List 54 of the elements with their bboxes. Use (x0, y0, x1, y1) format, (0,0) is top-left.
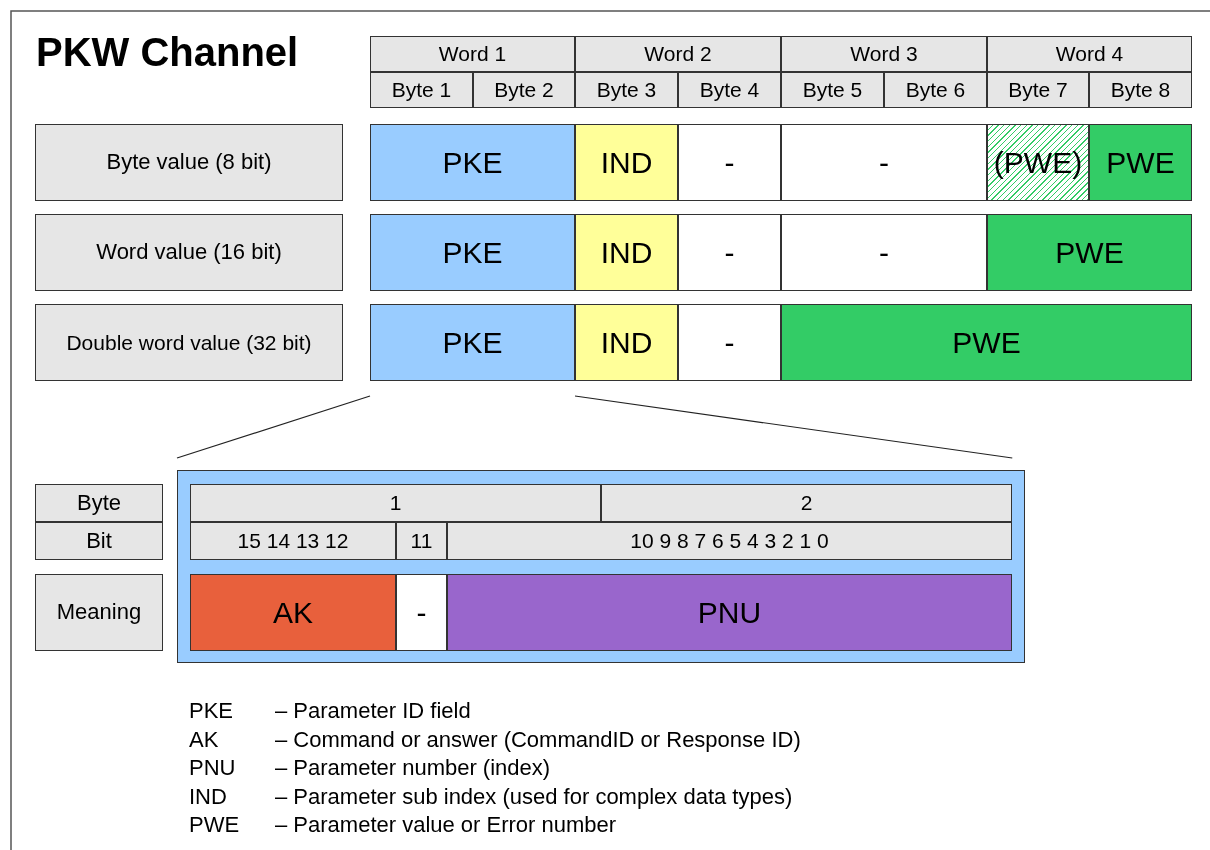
definition-text: – Parameter number (index) (275, 754, 552, 783)
table-cell: 11 (396, 522, 447, 560)
field-cell: PWE (781, 304, 1192, 381)
field-cell: PKE (370, 304, 575, 381)
row-label: Word value (16 bit) (35, 214, 343, 291)
word-header: Word 2 (575, 36, 781, 72)
byte-header: Byte 8 (1089, 72, 1192, 108)
detail-panel (177, 470, 1025, 663)
field-cell: - (781, 214, 987, 291)
row-label: Byte (35, 484, 163, 522)
byte-header: Byte 1 (370, 72, 473, 108)
field-cell: PKE (370, 124, 575, 201)
table-cell: 2 (601, 484, 1012, 522)
field-cell: PWE (987, 214, 1192, 291)
field-cell: - (678, 124, 781, 201)
field-cell: PNU (447, 574, 1012, 651)
table-cell: 10 9 8 7 6 5 4 3 2 1 0 (447, 522, 1012, 560)
row-label: Meaning (35, 574, 163, 651)
byte-header: Byte 3 (575, 72, 678, 108)
byte-header: Byte 5 (781, 72, 884, 108)
byte-header: Byte 6 (884, 72, 987, 108)
leader-line (574, 395, 1013, 459)
diagram-title: PKW Channel (36, 30, 299, 75)
field-cell: IND (575, 124, 678, 201)
abbreviation: PWE (189, 811, 241, 840)
abbreviation: IND (189, 782, 228, 811)
definition-text: – Command or answer (CommandID or Response ID) (275, 725, 801, 754)
field-cell: IND (575, 304, 678, 381)
row-label: Double word value (32 bit) (35, 304, 343, 381)
word-header: Word 3 (781, 36, 987, 72)
abbreviation: PKE (189, 697, 235, 725)
field-cell: - (678, 214, 781, 291)
abbreviation: PNU (189, 754, 237, 783)
field-cell: - (396, 574, 447, 651)
table-cell: 15 14 13 12 (190, 522, 396, 560)
field-cell: PKE (370, 214, 575, 291)
word-header: Word 1 (370, 36, 575, 72)
table-cell: 1 (190, 484, 601, 522)
leader-line (176, 395, 371, 459)
word-header: Word 4 (987, 36, 1192, 72)
definition-text: – Parameter sub index (used for complex data types) (275, 782, 794, 811)
field-cell: AK (190, 574, 396, 651)
abbreviation: AK (189, 725, 220, 754)
field-cell: - (678, 304, 781, 381)
byte-header: Byte 7 (987, 72, 1089, 108)
field-cell: PWE (1089, 124, 1192, 201)
definition-text: – Parameter value or Error number (275, 811, 618, 840)
byte-header: Byte 4 (678, 72, 781, 108)
row-label: Byte value (8 bit) (35, 124, 343, 201)
row-label: Bit (35, 522, 163, 560)
definition-text: – Parameter ID field (275, 697, 472, 725)
field-cell: IND (575, 214, 678, 291)
field-cell: - (781, 124, 987, 201)
byte-header: Byte 2 (473, 72, 575, 108)
